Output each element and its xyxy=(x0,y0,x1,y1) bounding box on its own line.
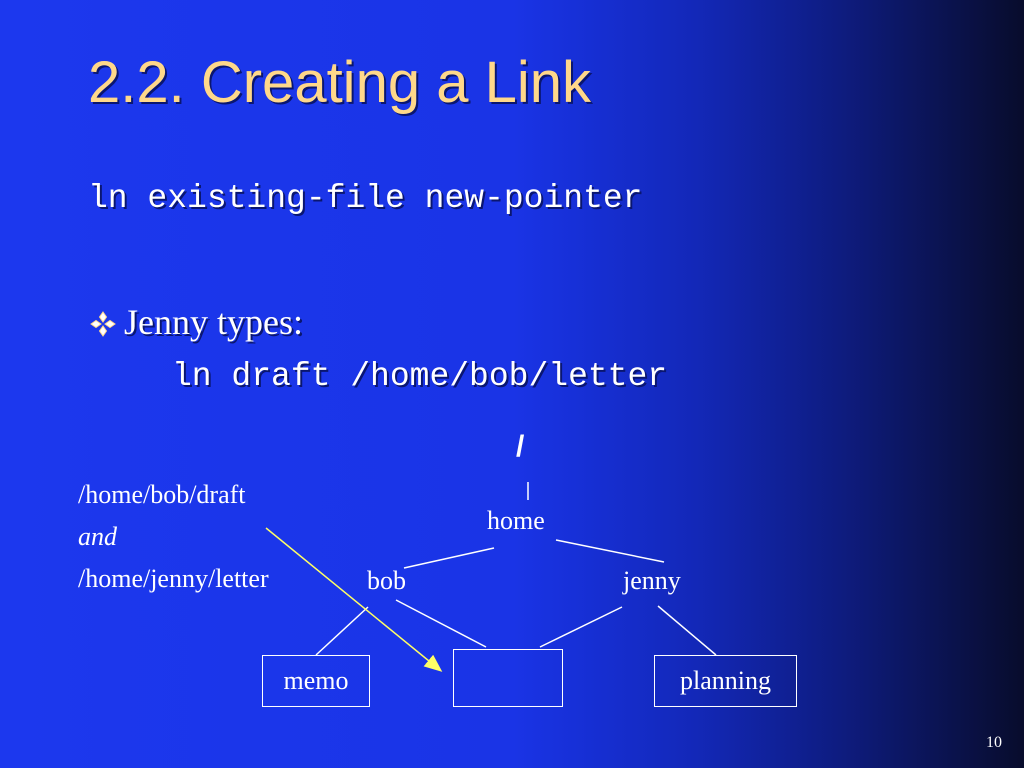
edge-home-bob xyxy=(403,547,495,569)
file-planning: planning xyxy=(654,655,797,707)
file-memo-label: memo xyxy=(283,666,349,695)
diamond-bullet-icon xyxy=(90,311,116,337)
note-path-jenny: /home/jenny/letter xyxy=(78,564,269,593)
edge-home-jenny xyxy=(555,539,665,563)
shared-file-box xyxy=(453,649,563,707)
page-number: 10 xyxy=(986,734,1002,751)
tree-node-home: home xyxy=(487,506,545,535)
file-memo: memo xyxy=(262,655,370,707)
note-path-bob: /home/bob/draft xyxy=(78,480,246,509)
edge-jenny-file xyxy=(539,606,623,648)
edge-jenny-planning xyxy=(657,605,717,656)
tree-node-jenny: jenny xyxy=(623,566,681,595)
tree-root-label: / xyxy=(516,430,525,463)
tree-node-bob: bob xyxy=(367,566,406,595)
note-arrow xyxy=(265,527,443,672)
link-command: ln draft /home/bob/letter xyxy=(172,358,668,395)
edge-bob-file xyxy=(395,599,487,648)
edge-bob-memo xyxy=(315,606,369,656)
note-and: and xyxy=(78,522,117,551)
slide-title: 2.2. Creating a Link xyxy=(88,50,591,115)
command-syntax: ln existing-file new-pointer xyxy=(88,180,643,217)
file-planning-label: planning xyxy=(680,666,771,695)
bullet-text: Jenny types: xyxy=(124,302,303,342)
bullet-item: Jenny types: xyxy=(90,300,303,344)
